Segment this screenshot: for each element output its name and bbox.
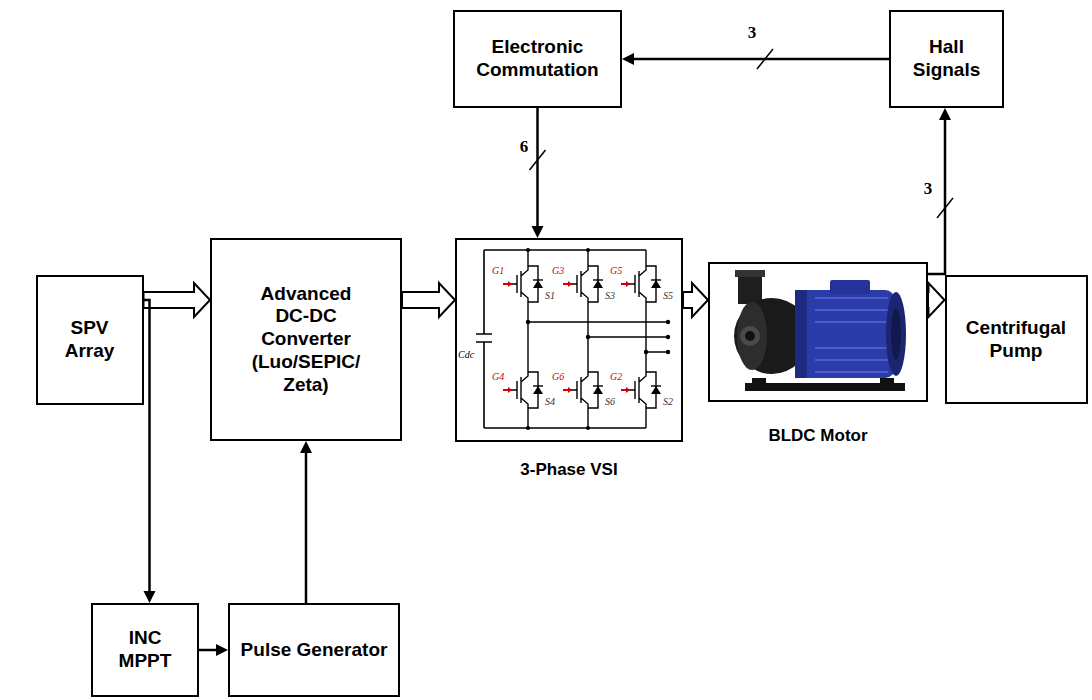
switch-label: S5 — [663, 291, 673, 301]
arrow-head — [144, 591, 156, 603]
block-label: Pulse Generator — [241, 639, 388, 662]
signal-line — [199, 649, 218, 652]
arrow-head — [300, 441, 312, 453]
connector — [683, 283, 708, 317]
hall-sensor-box: Hall Signals — [889, 10, 1004, 108]
block-label: Centrifugal Pump — [954, 317, 1079, 363]
bus-slash — [937, 198, 953, 218]
commutation-box: Electronic Commutation — [453, 10, 622, 108]
power-flow-arrow — [402, 283, 455, 317]
motor-pump-picture — [734, 270, 906, 391]
bus-width-label: 3 — [748, 24, 757, 41]
block-caption: BLDC Motor — [690, 426, 946, 446]
gate-label: G3 — [552, 266, 564, 276]
connector — [622, 49, 889, 69]
gate-label: G1 — [492, 266, 504, 276]
switch-label: S4 — [545, 397, 555, 407]
pv-array-box: SPV Array — [36, 275, 144, 405]
bus-slash — [757, 49, 773, 69]
block-label: Electronic Commutation — [463, 36, 613, 82]
signal-line — [144, 300, 150, 593]
signal-line — [632, 58, 889, 61]
arrow-head — [216, 644, 228, 656]
arrow-head — [939, 108, 951, 120]
pulse-generator-box: Pulse Generator — [228, 603, 400, 697]
gate-label: G2 — [610, 372, 622, 382]
switch-label: S6 — [605, 397, 615, 407]
gate-label: G6 — [552, 372, 564, 382]
connector — [199, 644, 228, 656]
connector — [928, 283, 945, 317]
connector — [402, 283, 455, 317]
signal-line — [536, 108, 539, 228]
block-label: Advanced DC-DC Converter (Luo/SEPIC/ Zet… — [244, 283, 369, 397]
motor-box: BLDC Motor — [708, 262, 928, 402]
connector — [144, 283, 211, 317]
bus-width-label: 3 — [924, 180, 933, 197]
power-flow-arrow — [144, 283, 211, 317]
signal-line — [305, 451, 308, 603]
inverter-schematic — [476, 248, 670, 430]
switch-label: S1 — [545, 291, 555, 301]
gate-label: G4 — [492, 372, 504, 382]
block-label: INC MPPT — [100, 627, 190, 673]
switch-label: S2 — [663, 397, 673, 407]
power-flow-arrow — [928, 283, 945, 317]
arrow-head — [532, 226, 544, 238]
switch-label: S3 — [605, 291, 615, 301]
block-label: SPV Array — [45, 317, 135, 363]
mppt-box: INC MPPT — [91, 603, 199, 697]
power-flow-arrow — [683, 283, 708, 317]
block-label: Hall Signals — [902, 36, 992, 82]
converter-box: Advanced DC-DC Converter (Luo/SEPIC/ Zet… — [210, 238, 402, 441]
arrow-head — [622, 53, 634, 65]
pump-box: Centrifugal Pump — [945, 275, 1088, 404]
bus-width-label: 6 — [520, 138, 529, 155]
inverter-box: 3-Phase VSI — [455, 238, 683, 442]
gate-label: G5 — [610, 266, 622, 276]
capacitor-label: Cdc — [458, 350, 474, 360]
block-caption: 3-Phase VSI — [437, 460, 701, 480]
connector — [300, 441, 312, 603]
connector — [530, 108, 546, 238]
connector — [144, 300, 156, 603]
bus-slash — [530, 150, 546, 170]
